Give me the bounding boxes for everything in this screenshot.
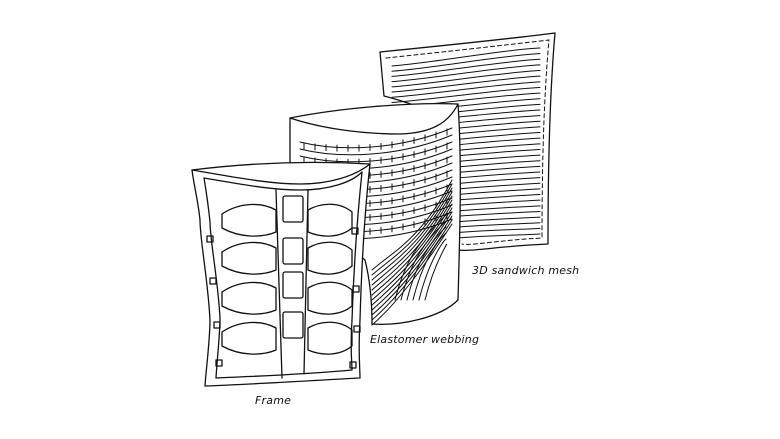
frame-window-right: [307, 241, 353, 275]
webbing-contour: [371, 199, 453, 296]
frame-window-left: [221, 241, 277, 275]
webbing-top-curve: [289, 103, 459, 135]
webbing-contour: [424, 243, 448, 301]
webbing-contour: [371, 219, 453, 321]
frame-clip: [351, 227, 359, 235]
mesh-dashed-border: [385, 39, 550, 245]
frame-spine: [275, 189, 309, 379]
webbing-contour: [371, 179, 453, 271]
webbing-contour: [371, 203, 453, 301]
frame-window-right: [307, 281, 353, 315]
mesh-stripe: [391, 70, 541, 88]
webbing-contour: [400, 220, 447, 301]
frame-spine-slot: [282, 311, 304, 339]
webbing-contour: [371, 207, 453, 306]
webbing-contour: [412, 232, 447, 301]
frame-clip: [349, 361, 357, 369]
mesh-stripe: [391, 53, 541, 72]
mesh-stripe: [450, 222, 541, 229]
webbing-contour: [371, 183, 453, 276]
frame-window-left: [221, 203, 277, 237]
mesh-stripe: [391, 75, 541, 93]
frame-clip: [215, 359, 223, 367]
frame-layer: [191, 161, 371, 387]
frame-spine-slot: [282, 195, 304, 223]
mesh-stripe: [391, 86, 541, 103]
webbing-contour: [371, 211, 453, 311]
frame-window-left: [221, 281, 277, 315]
frame-inner-border: [203, 171, 363, 379]
webbing-contour: [371, 187, 453, 281]
frame-window-left: [221, 321, 277, 355]
label-frame: Frame: [255, 394, 292, 407]
webbing-contour: [371, 223, 453, 326]
webbing-contour: [371, 191, 453, 286]
frame-windows: [221, 195, 353, 355]
frame-clip: [352, 285, 360, 293]
mesh-stripe: [391, 81, 541, 98]
webbing-contour: [418, 238, 447, 301]
frame-spine-slot: [282, 237, 304, 265]
frame-spine-slot: [282, 271, 304, 299]
label-3d-sandwich-mesh: 3D sandwich mesh: [472, 264, 580, 277]
webbing-contour: [371, 195, 453, 291]
frame-clip: [213, 321, 221, 329]
frame-top-edge: [191, 163, 371, 185]
mesh-stripe: [456, 233, 541, 239]
frame-window-right: [307, 321, 353, 355]
frame-clip: [353, 325, 361, 333]
frame-clip: [206, 235, 214, 243]
frame-clips: [206, 227, 361, 369]
label-elastomer-webbing: Elastomer webbing: [370, 333, 480, 346]
webbing-contour: [394, 214, 447, 301]
webbing-band-line: [299, 134, 453, 156]
mesh-stripe: [391, 58, 541, 77]
mesh-stripe: [453, 227, 541, 234]
frame-clip: [209, 277, 217, 285]
webbing-contour: [406, 226, 447, 301]
mesh-stripe: [391, 64, 541, 83]
webbing-contours: [371, 179, 453, 326]
webbing-contour: [371, 215, 453, 316]
mesh-stripe: [391, 47, 541, 67]
